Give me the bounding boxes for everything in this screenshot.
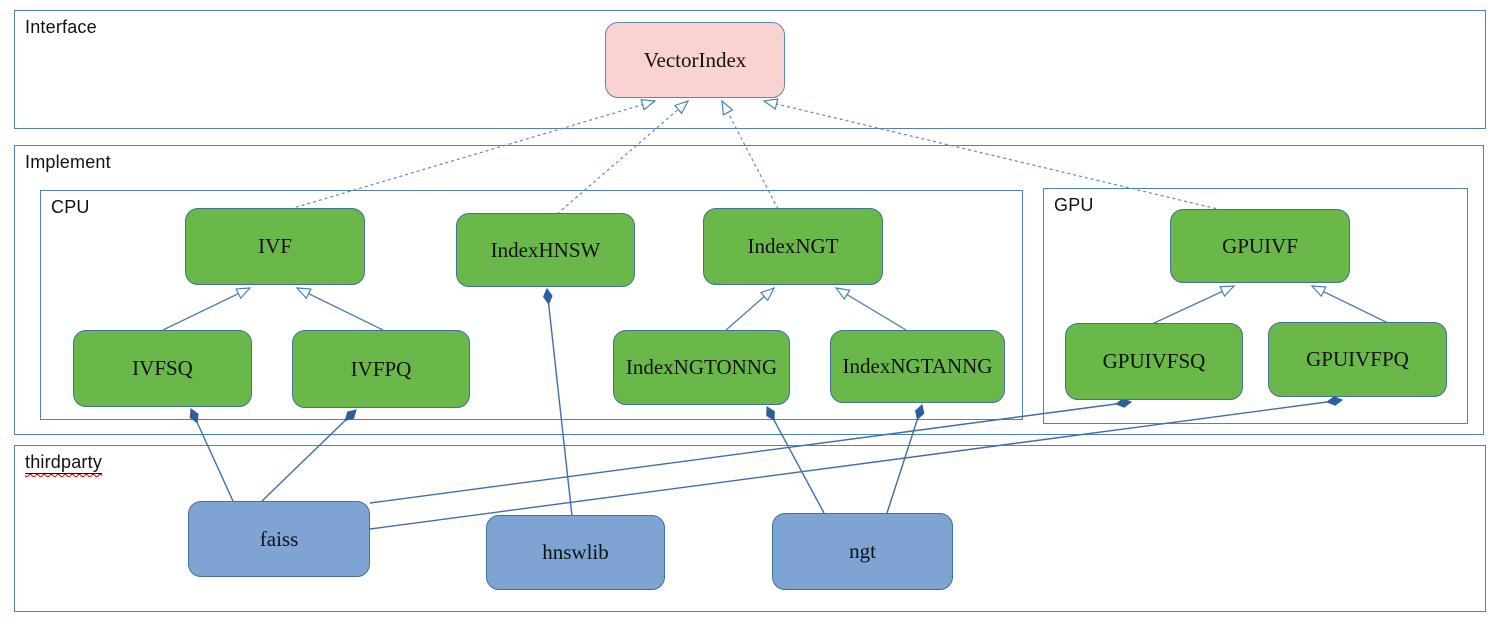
node-indexngtanng[interactable]: IndexNGTANNG	[830, 330, 1005, 403]
node-label-faiss: faiss	[259, 526, 299, 551]
node-label-indexngtonng: IndexNGTONNG	[625, 355, 778, 379]
container-label-thirdparty-text: thirdparty	[25, 452, 103, 472]
node-gpuivf[interactable]: GPUIVF	[1170, 209, 1350, 283]
node-gpuivfpq[interactable]: GPUIVFPQ	[1268, 322, 1447, 397]
container-label-gpu: GPU	[1054, 195, 1094, 215]
node-label-ivfsq: IVFSQ	[132, 356, 193, 380]
node-label-vectorindex: VectorIndex	[643, 47, 747, 72]
node-label-indexngtanng: IndexNGTANNG	[842, 354, 993, 378]
node-label-indexhnsw: IndexHNSW	[490, 237, 601, 262]
node-label-indexngt: IndexNGT	[747, 234, 839, 258]
node-vectorindex[interactable]: VectorIndex	[605, 22, 785, 98]
node-label-hnswlib: hnswlib	[542, 540, 609, 564]
node-ngt[interactable]: ngt	[772, 513, 953, 590]
node-ivf[interactable]: IVF	[185, 208, 365, 285]
node-ivfpq[interactable]: IVFPQ	[292, 330, 470, 408]
node-label-gpuivfsq: GPUIVFSQ	[1102, 349, 1206, 373]
node-ivfsq[interactable]: IVFSQ	[73, 330, 252, 407]
node-label-gpuivf: GPUIVF	[1222, 233, 1298, 258]
node-label-gpuivfpq: GPUIVFPQ	[1306, 347, 1409, 371]
container-label-thirdparty: thirdparty	[25, 452, 102, 473]
node-hnswlib[interactable]: hnswlib	[486, 515, 665, 590]
container-label-interface: Interface	[25, 17, 97, 37]
node-label-ngt: ngt	[849, 539, 876, 563]
node-gpuivfsq[interactable]: GPUIVFSQ	[1065, 323, 1243, 400]
container-label-implement: Implement	[25, 152, 111, 172]
container-label-cpu: CPU	[51, 197, 90, 217]
node-label-ivf: IVF	[258, 234, 292, 258]
node-indexngtonng[interactable]: IndexNGTONNG	[613, 330, 790, 405]
node-indexhnsw[interactable]: IndexHNSW	[456, 213, 635, 287]
node-faiss[interactable]: faiss	[188, 501, 370, 577]
node-label-ivfpq: IVFPQ	[350, 356, 412, 381]
node-indexngt[interactable]: IndexNGT	[703, 208, 883, 285]
